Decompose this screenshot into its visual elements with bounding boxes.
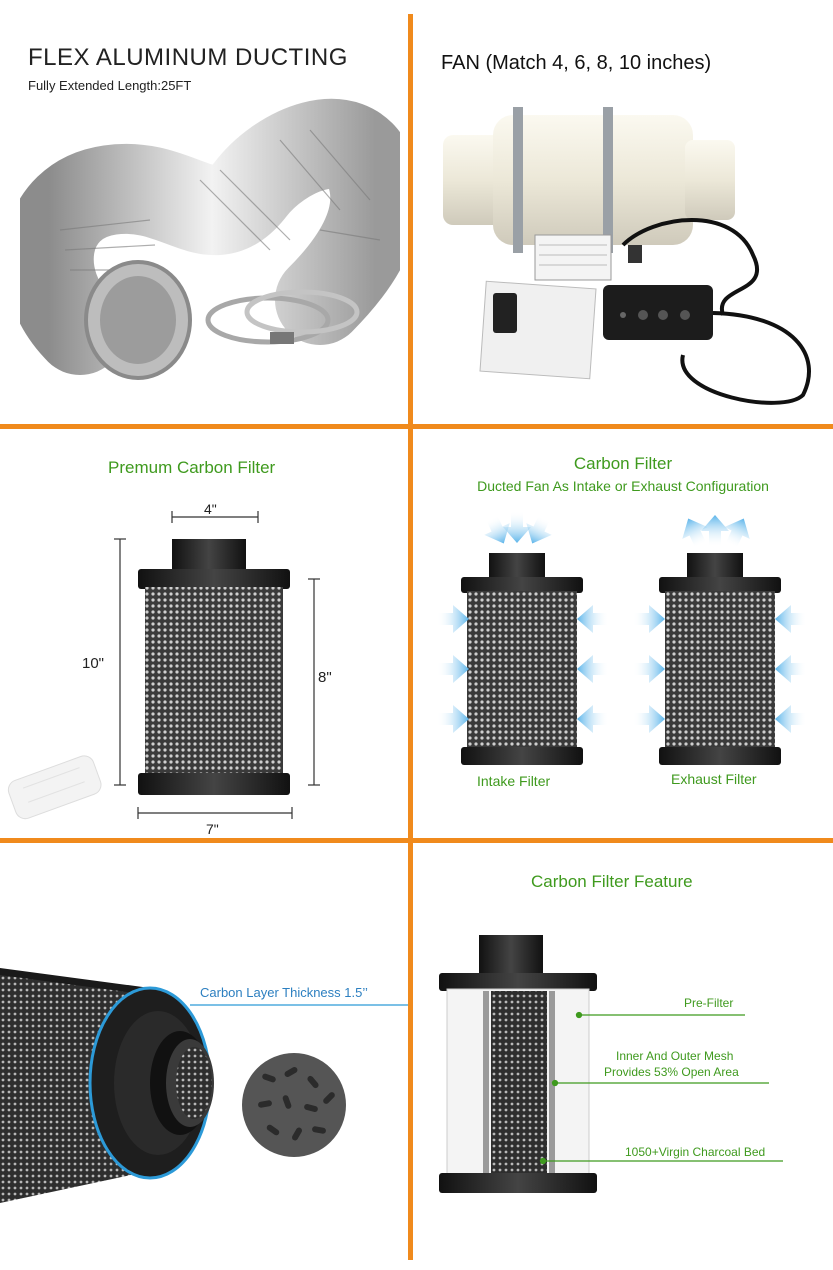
panel-carbon-thickness: Carbon Layer Thickness 1.5’’ xyxy=(0,843,408,1270)
charcoal-bed-label: 1050+Virgin Charcoal Bed xyxy=(625,1145,766,1159)
ducting-title: FLEX ALUMINUM DUCTING xyxy=(28,44,348,71)
ducting-subtitle: Fully Extended Length:25FT xyxy=(28,78,192,93)
mesh-label-line2: Provides 53% Open Area xyxy=(604,1065,739,1079)
intake-filter-label: Intake Filter xyxy=(477,773,551,789)
panel-configuration: Carbon Filter Ducted Fan As Intake or Ex… xyxy=(413,429,833,838)
mesh-label-line1: Inner And Outer Mesh xyxy=(616,1049,734,1063)
horizontal-divider-bottom xyxy=(0,838,833,843)
carbon-filter-closeup xyxy=(0,968,408,1203)
dim-left-label: 10" xyxy=(82,655,105,672)
dim-top-label: 4" xyxy=(204,501,217,517)
intake-filter-image xyxy=(461,553,583,765)
horizontal-divider-top xyxy=(0,424,833,429)
exhaust-filter-label: Exhaust Filter xyxy=(671,771,757,787)
panel-fan: FAN (Match 4, 6, 8, 10 inches) xyxy=(413,0,833,424)
config-title: Carbon Filter xyxy=(573,454,673,473)
dim-bottom-label: 7" xyxy=(206,821,219,837)
carbon-thickness-label: Carbon Layer Thickness 1.5’’ xyxy=(200,985,368,1000)
filter-dims-title: Premum Carbon Filter xyxy=(108,458,276,477)
panel-filter-dimensions: Premum Carbon Filter 4" 10" 8" 7" xyxy=(0,429,408,838)
inline-fan-illustration xyxy=(443,107,811,405)
vertical-divider xyxy=(408,14,413,1260)
filter-dimension-drawing xyxy=(7,511,320,820)
filter-cutaway-drawing xyxy=(439,935,783,1193)
fan-title: FAN (Match 4, 6, 8, 10 inches) xyxy=(441,52,712,74)
aluminum-duct-illustration xyxy=(20,98,400,380)
exhaust-filter-image xyxy=(659,553,781,765)
feature-title: Carbon Filter Feature xyxy=(531,872,693,891)
panel-filter-feature: Carbon Filter Feature Pre-Filter Inner A… xyxy=(413,843,833,1270)
intake-exhaust-drawing xyxy=(437,511,807,765)
dim-right-label: 8" xyxy=(318,669,332,686)
prefilter-label: Pre-Filter xyxy=(684,996,734,1010)
panel-ducting: FLEX ALUMINUM DUCTING Fully Extended Len… xyxy=(0,0,408,424)
config-subtitle: Ducted Fan As Intake or Exhaust Configur… xyxy=(477,478,769,494)
